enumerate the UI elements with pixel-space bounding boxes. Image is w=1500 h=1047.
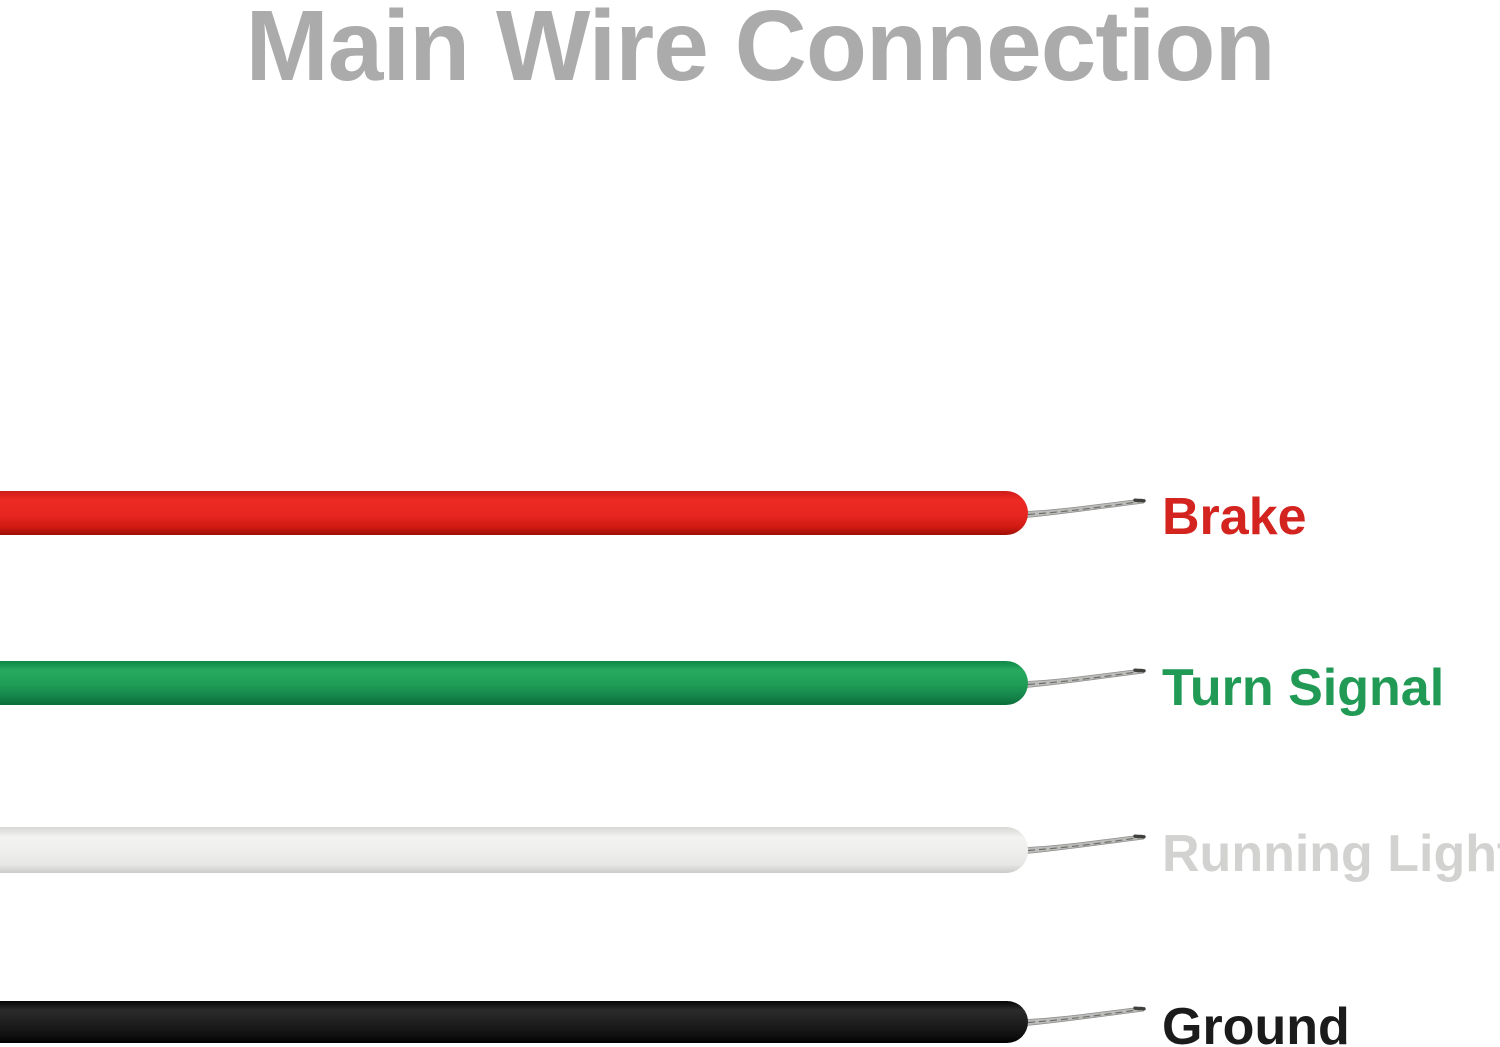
wire-label-running-light: Running Light [1162,825,1500,883]
wire-row-turn-signal: Turn Signal [0,661,1500,714]
bare-wire-strand-icon [1025,834,1146,854]
wire-label-brake: Brake [1162,488,1307,546]
bare-wire-strand-icon [1025,498,1146,518]
page-title: Main Wire Connection [245,0,1275,102]
wire-insulation-ground [0,1001,1028,1043]
wire-row-running-light: Running Light [0,827,1500,880]
wire-row-brake: Brake [0,491,1500,543]
wire-insulation-brake [0,491,1028,535]
bare-wire-strand-icon [1025,668,1146,688]
wire-row-ground: Ground [0,1001,1500,1047]
bare-wire-strand-icon [1025,1006,1146,1026]
wire-label-ground: Ground [1162,998,1350,1047]
wire-insulation-turn-signal [0,661,1028,705]
wire-insulation-running-light [0,827,1028,873]
wire-label-turn-signal: Turn Signal [1162,659,1445,717]
